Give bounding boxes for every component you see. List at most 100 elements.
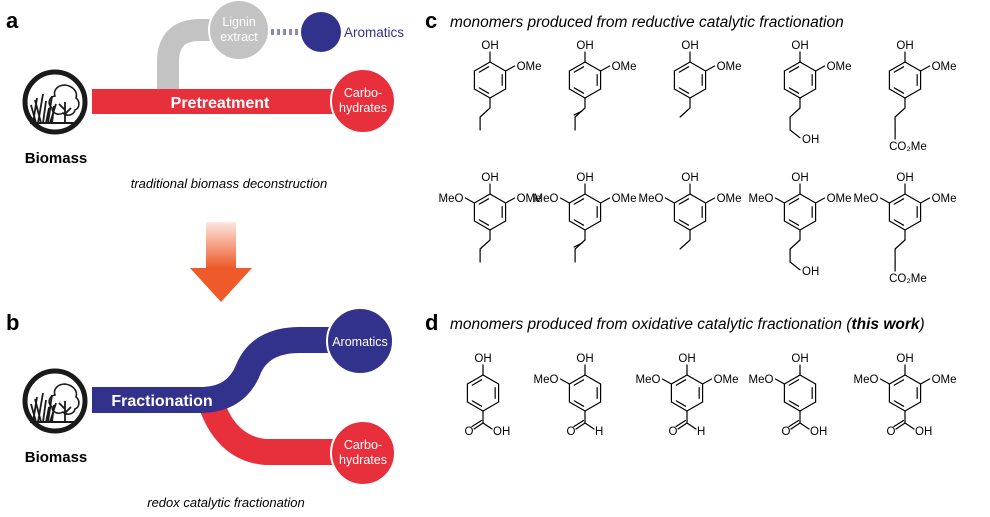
ome-label: OMe — [717, 193, 742, 205]
ome-label: OMe — [517, 193, 542, 205]
ring-double-bond — [788, 400, 800, 407]
chain-bond — [894, 107, 906, 118]
meo-label: MeO — [638, 193, 663, 205]
panel-a-letter: a — [6, 8, 19, 33]
ring-bond — [568, 61, 586, 72]
ring-bond — [584, 401, 602, 412]
ring-bond — [670, 374, 688, 385]
molecule-structures: OHOMeOHOMeOHOMeOHOMeOHOHOMeCO₂MeOHOMeMeO… — [438, 40, 956, 438]
carbohydrates-line2-a: hydrates — [339, 101, 387, 115]
oh-label: OH — [896, 40, 913, 52]
chain-bond — [479, 107, 491, 118]
ome-bond — [701, 378, 713, 385]
panel-b: b Fractionation Aromatics Carbo- hydrate… — [6, 307, 396, 510]
ring-bond — [473, 61, 491, 72]
ring-bond — [686, 401, 704, 412]
chain-bond — [679, 239, 691, 250]
panel-c-heading: monomers produced from reductive catalyt… — [450, 14, 844, 31]
meo-bond — [879, 197, 891, 204]
ring-double-bond — [893, 219, 905, 226]
ring-bond — [888, 61, 906, 72]
ring-bond — [783, 374, 801, 385]
ring-double-bond — [478, 219, 490, 226]
ome-label: OMe — [827, 193, 852, 205]
ome-label: OMe — [827, 61, 852, 73]
chain-double-bond — [573, 242, 583, 248]
ring-bond — [689, 61, 707, 72]
ome-label: OMe — [932, 61, 957, 73]
aromatics-label-b: Aromatics — [332, 335, 388, 349]
ring-double-bond — [893, 87, 905, 94]
ring-bond — [799, 374, 817, 385]
carbohydrates-node-a — [330, 68, 396, 134]
biomass-label-b: Biomass — [25, 449, 88, 466]
ring-bond — [673, 61, 691, 72]
ring-bond — [904, 88, 922, 99]
ome-label: OMe — [612, 193, 637, 205]
meo-bond — [774, 197, 786, 204]
meo-label: MeO — [853, 193, 878, 205]
ring-double-bond — [478, 87, 490, 94]
chain-bond — [789, 129, 801, 139]
ring-bond — [673, 88, 691, 99]
ring-bond — [568, 220, 586, 231]
chain-bond — [789, 239, 801, 250]
carbohydrates-line2-b: hydrates — [339, 453, 387, 467]
ring-bond — [783, 193, 801, 204]
ring-bond — [799, 193, 817, 204]
acid-oh-label: OH — [810, 426, 827, 438]
ring-double-bond — [788, 379, 800, 386]
ring-bond — [783, 61, 801, 72]
caption-b: redox catalytic fractionation — [147, 495, 305, 510]
ring-bond — [783, 220, 801, 231]
ring-bond — [670, 401, 688, 412]
ring-bond — [473, 88, 491, 99]
acid-oh-label: OH — [493, 426, 510, 438]
meo-bond — [664, 197, 676, 204]
ring-bond — [904, 220, 922, 231]
ring-bond — [473, 220, 491, 231]
ring-bond — [904, 61, 922, 72]
carbonyl-bond — [473, 422, 484, 430]
ring-double-bond — [675, 379, 687, 386]
ring-bond — [568, 374, 586, 385]
ring-bond — [568, 88, 586, 99]
ring-double-bond — [678, 87, 690, 94]
ring-double-bond — [893, 66, 905, 73]
ring-bond — [489, 61, 507, 72]
carbohydrates-line1-b: Carbo- — [344, 438, 382, 452]
ring-double-bond — [678, 66, 690, 73]
ring-double-bond — [471, 379, 483, 386]
ring-bond — [888, 374, 906, 385]
ring-bond — [888, 401, 906, 412]
ring-bond — [482, 401, 500, 412]
ring-double-bond — [478, 198, 490, 205]
ring-bond — [584, 220, 602, 231]
ring-double-bond — [788, 66, 800, 73]
carbonyl-bond — [895, 422, 906, 430]
meo-bond — [879, 378, 891, 385]
ring-double-bond — [893, 379, 905, 386]
ring-bond — [584, 374, 602, 385]
ome-label: OMe — [714, 374, 739, 386]
carbonyl-bond — [686, 422, 697, 430]
lignin-extract-line2: extract — [220, 30, 258, 44]
co2me-label: CO₂Me — [889, 273, 927, 285]
chain-bond — [679, 107, 691, 118]
meo-label: MeO — [748, 193, 773, 205]
chain-bond — [789, 107, 801, 118]
oh-label: OH — [896, 353, 913, 365]
ring-double-bond — [788, 219, 800, 226]
ring-double-bond — [478, 66, 490, 73]
panel-d-heading: monomers produced from oxidative catalyt… — [450, 316, 925, 333]
ome-bond — [814, 65, 826, 72]
acid-oh-label: OH — [915, 426, 932, 438]
panel-c-letter: c — [425, 8, 437, 33]
